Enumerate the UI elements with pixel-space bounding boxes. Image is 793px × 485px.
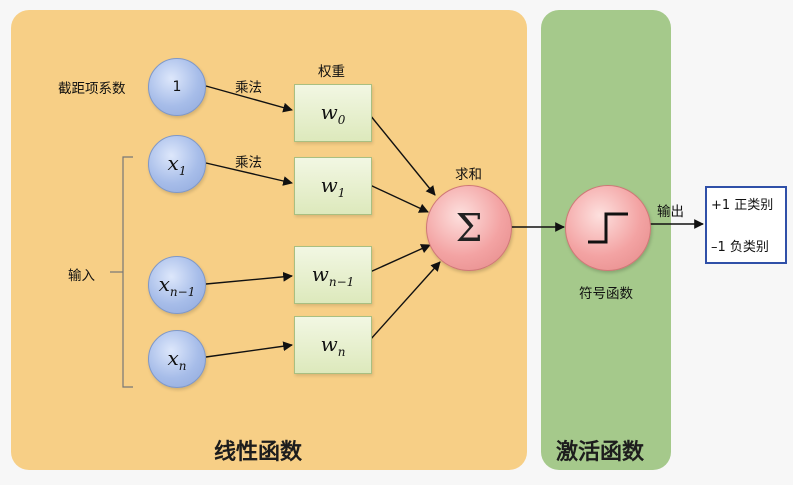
edge-xn-wn: [205, 341, 293, 358]
weights-header: 权重: [318, 64, 345, 80]
sign-function-node: [565, 185, 651, 271]
input-label: 输入: [68, 268, 95, 284]
bias-node-text: 1: [172, 79, 182, 95]
multiply-label-2: 乘法: [235, 155, 262, 171]
weight-box-w1: w1: [294, 157, 372, 215]
output-positive: +1 正类别: [711, 198, 774, 213]
weight-box-wn: wn: [294, 316, 372, 374]
bias-node: 1: [148, 58, 206, 116]
output-label: 输出: [657, 204, 684, 220]
output-negative: –1 负类别: [711, 240, 769, 255]
sign-function-label: 符号函数: [579, 286, 633, 302]
edge-wn1-sum: [369, 244, 431, 273]
output-classes-box: +1 正类别 –1 负类别: [705, 186, 787, 264]
multiply-label-1: 乘法: [235, 80, 262, 96]
step-function-icon: [588, 212, 628, 244]
weight-w0-text: w0: [320, 99, 346, 127]
edge-w1-sum: [369, 184, 429, 213]
sum-node: Σ: [426, 185, 512, 271]
weight-box-wn-1: wn−1: [294, 246, 372, 304]
input-node-xn-1: xn−1: [148, 256, 206, 314]
sum-label: 求和: [455, 167, 482, 183]
input-node-x1: x1: [148, 135, 206, 193]
edge-wn-sum: [369, 261, 441, 341]
weight-wn-text: wn: [320, 331, 346, 359]
weight-wn-1-text: wn−1: [311, 261, 355, 289]
sigma-symbol: Σ: [455, 206, 483, 250]
input-bracket: [122, 156, 133, 388]
input-node-xn-1-text: xn−1: [158, 271, 196, 299]
linear-function-title: 线性函数: [214, 440, 303, 465]
activation-function-title: 激活函数: [556, 440, 645, 465]
weight-box-w0: w0: [294, 84, 372, 142]
edge-w0-sum: [369, 114, 436, 196]
input-node-x1-text: x1: [167, 150, 187, 178]
input-node-xn-text: xn: [167, 345, 187, 373]
edge-x1-w1: [205, 162, 293, 186]
edge-xn1-w: [205, 271, 293, 285]
input-node-xn: xn: [148, 330, 206, 388]
bias-label: 截距项系数: [58, 81, 126, 97]
weight-w1-text: w1: [320, 172, 346, 200]
edge-bias-w0: [205, 85, 293, 113]
